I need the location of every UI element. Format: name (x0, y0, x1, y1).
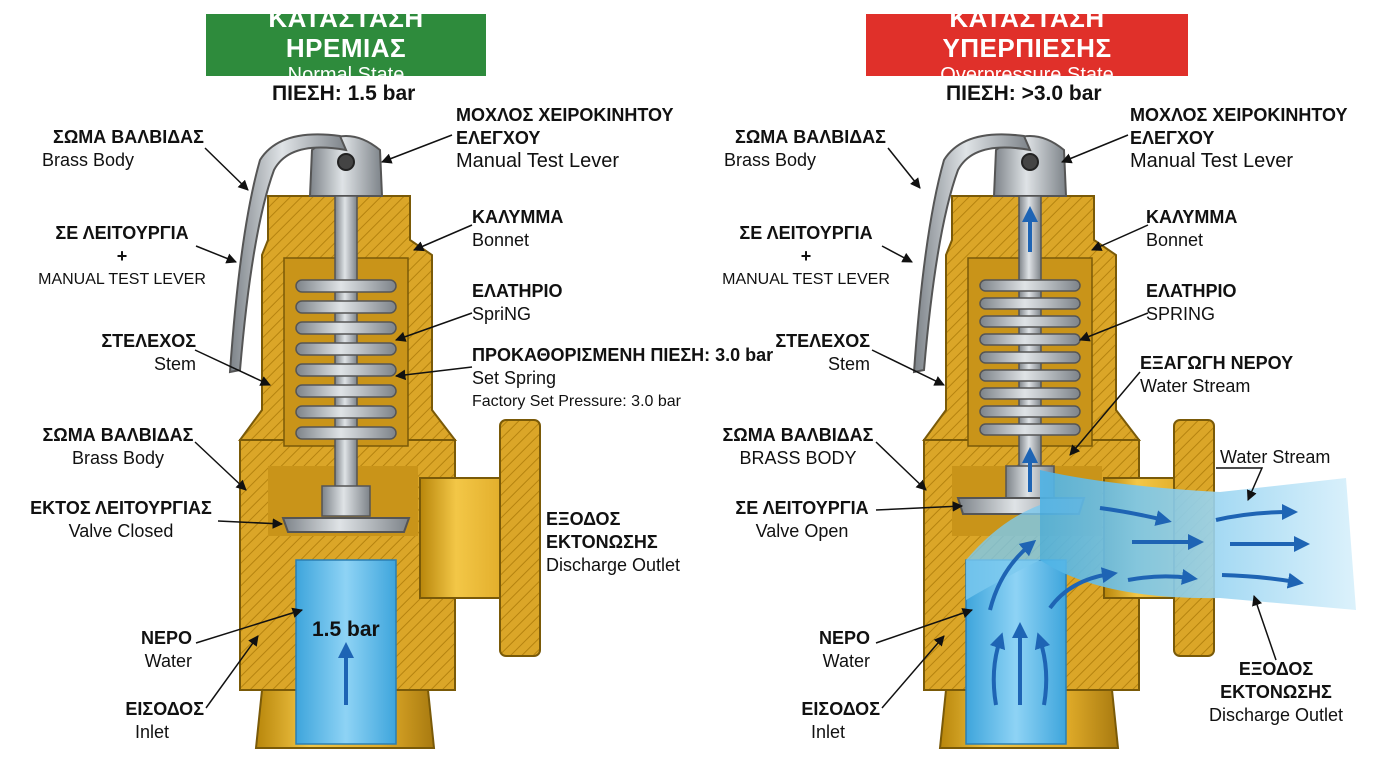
banner-greek: ΚΑΤΑΣΤΑΣΗ ΥΠΕΡΠΙΕΣΗΣ (942, 3, 1112, 63)
left-label-body-top: ΣΩΜΑ ΒΑΛΒΙΔΑΣ Brass Body (42, 127, 204, 170)
left-label-inlet: ΕΙΣΟΔΟΣ Inlet (125, 699, 204, 742)
right-label-stem: ΣΤΕΛΕΧΟΣ Stem (775, 331, 870, 374)
right-label-inlet: ΕΙΣΟΔΟΣ Inlet (801, 699, 880, 742)
left-label-stem: ΣΤΕΛΕΧΟΣ Stem (101, 331, 196, 374)
overpressure-state-banner: ΚΑΤΑΣΤΑΣΗ ΥΠΕΡΠΙΕΣΗΣ Overpressure State (866, 3, 1188, 86)
right-label-stream: ΕΞΑΓΩΓΗ ΝΕΡΟΥ Water Stream (1140, 353, 1294, 396)
right-label-open: ΣΕ ΛΕΙΤΟΥΡΓΙΑ Valve Open (735, 498, 869, 541)
normal-state-banner: ΚΑΤΑΣΤΑΣΗ ΗΡΕΜΙΑΣ Normal State (206, 3, 486, 86)
left-label-body-mid: ΣΩΜΑ ΒΑΛΒΙΔΑΣ Brass Body (42, 425, 194, 468)
left-valve (194, 133, 541, 749)
left-label-spring: ΕΛΑΤΗΡΙΟ SpriNG (472, 281, 563, 324)
right-label-body-top: ΣΩΜΑ ΒΑΛΒΙΔΑΣ Brass Body (724, 127, 886, 170)
valve-disc (281, 517, 411, 533)
banner-english: Normal State (287, 64, 405, 86)
left-label-operation: ΣΕ ΛΕΙΤΟΥΡΓΙΑ + MANUAL TEST LEVER (38, 223, 206, 288)
right-label-bonnet: ΚΑΛΥΜΜΑ Bonnet (1146, 207, 1238, 250)
right-pressure: ΠΙΕΣΗ: >3.0 bar (946, 82, 1102, 105)
left-label-closed: ΕΚΤΟΣ ΛΕΙΤΟΥΡΓΙΑΣ Valve Closed (30, 498, 212, 541)
right-label-operation: ΣΕ ΛΕΙΤΟΥΡΓΙΑ + MANUAL TEST LEVER (722, 223, 890, 288)
right-label-water: ΝΕΡΟ Water (818, 628, 870, 671)
banner-english: Overpressure State (940, 64, 1114, 86)
left-label-bonnet: ΚΑΛΥΜΜΑ Bonnet (472, 207, 564, 250)
left-label-outlet: ΕΞΟΔΟΣ ΕΚΤΟΝΩΣΗΣ Discharge Outlet (546, 509, 681, 575)
left-label-water: ΝΕΡΟ Water (140, 628, 192, 671)
right-label-spring: ΕΛΑΤΗΡΙΟ SPRING (1146, 281, 1237, 324)
banner-greek: ΚΑΤΑΣΤΑΣΗ ΗΡΕΜΙΑΣ (268, 3, 424, 63)
right-valve (871, 133, 1356, 749)
left-pressure: ΠΙΕΣΗ: 1.5 bar (272, 82, 416, 105)
right-label-outlet: ΕΞΟΔΟΣ ΕΚΤΟΝΩΣΗΣ Discharge Outlet (1208, 659, 1344, 725)
outlet-flange (499, 419, 541, 657)
left-label-set-pressure: ΠΡΟΚΑΘΟΡΙΣΜΕΝΗ ΠΙΕΣΗ: 3.0 bar Set Spring… (472, 345, 774, 410)
inner-pressure-label: 1.5 bar (312, 618, 380, 641)
right-label-body-mid: ΣΩΜΑ ΒΑΛΒΙΔΑΣ BRASS BODY (722, 425, 874, 468)
manual-lever (228, 133, 348, 374)
left-label-lever: ΜΟΧΛΟΣ ΧΕΙΡΟΚΙΝΗΤΟΥ ΕΛΕΓΧΟΥ Manual Test … (456, 105, 674, 172)
right-label-stream-2: Water Stream (1220, 447, 1331, 467)
right-label-lever: ΜΟΧΛΟΣ ΧΕΙΡΟΚΙΝΗΤΟΥ ΕΛΕΓΧΟΥ Manual Test … (1130, 105, 1348, 172)
